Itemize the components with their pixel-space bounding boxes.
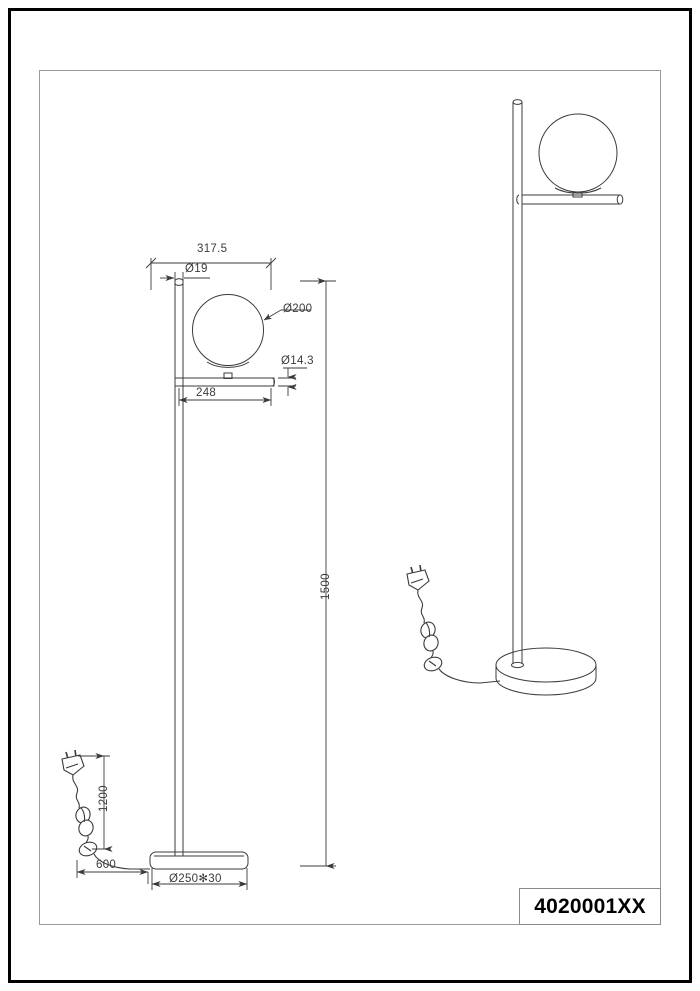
sheet-outer-border — [8, 8, 692, 983]
dim-pole-diameter — [160, 272, 210, 290]
dim-overall-width — [145, 257, 277, 290]
lamp-globe-left — [192, 294, 264, 379]
dim-cord-floor — [76, 860, 149, 884]
dim-overall-height — [300, 278, 336, 869]
lamp-arm-right — [516, 194, 624, 205]
dim-label-overall-width: 317.5 — [197, 243, 228, 255]
leader-globe-diameter — [263, 309, 311, 321]
sheet-inner-border — [39, 70, 661, 925]
lamp-pole-right — [512, 99, 523, 664]
right-lamp-perspective — [406, 99, 624, 696]
dim-label-pole-diameter: Ø19 — [185, 263, 208, 275]
lamp-base-left — [149, 851, 249, 870]
dim-label-arm-thickness: Ø14.3 — [281, 355, 314, 367]
title-block: 4020001XX — [519, 888, 661, 925]
dim-label-globe-diameter: Ø200 — [283, 303, 313, 315]
lamp-pole-left — [174, 278, 184, 856]
dim-label-cord-floor: 600 — [96, 859, 117, 871]
dim-label-overall-height: 1500 — [320, 573, 332, 600]
dim-label-base-size: Ø250✻30 — [169, 873, 222, 885]
part-number-label: 4020001XX — [534, 894, 646, 918]
power-cord-left — [61, 749, 150, 870]
dim-arm-length — [178, 388, 272, 406]
dim-label-arm-length: 248 — [196, 387, 217, 399]
left-lamp-elevation — [61, 257, 336, 890]
power-cord-right — [406, 564, 501, 684]
lamp-base-right — [495, 647, 597, 696]
dim-cord-length — [78, 753, 113, 852]
dim-arm-thickness — [278, 367, 307, 396]
lamp-arm-left — [174, 377, 275, 387]
dim-base-size — [151, 868, 248, 890]
dim-label-cord-length: 1200 — [98, 785, 110, 812]
lamp-globe-right — [538, 113, 618, 198]
